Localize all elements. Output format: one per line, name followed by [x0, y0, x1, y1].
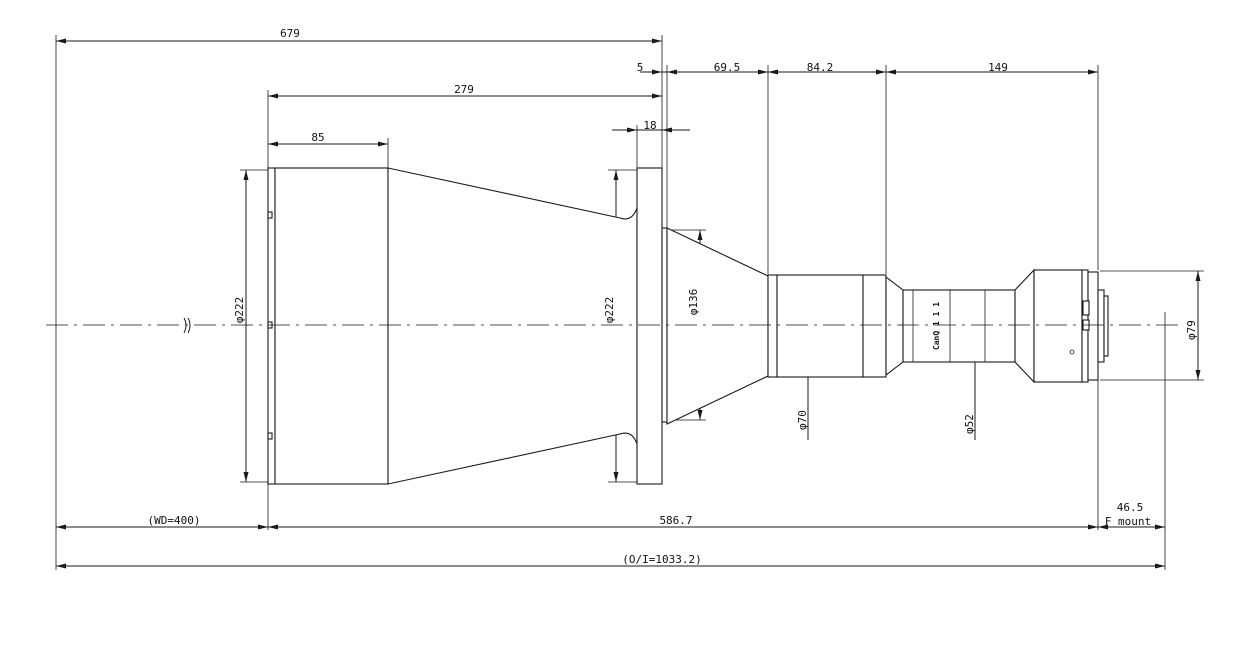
front-barrel [274, 167, 389, 485]
diam-79: φ79 [1185, 320, 1198, 340]
diameter-labels: φ222 φ222 φ136 φ70 φ52 φ79 [233, 289, 1198, 434]
diam-136: φ136 [687, 289, 700, 316]
mount-body [1033, 269, 1083, 383]
dimension-labels: 679 5 69.5 84.2 149 279 85 18 (WD=400) 5… [148, 27, 1152, 566]
flange [636, 167, 663, 485]
dim-18: 18 [643, 119, 656, 132]
rear-cone [666, 227, 769, 425]
dim-85: 85 [311, 131, 324, 144]
diam-70: φ70 [796, 410, 809, 430]
tube-main [776, 274, 864, 378]
dim-149: 149 [988, 61, 1008, 74]
break-symbol [183, 317, 191, 334]
lens-marking: CanQ 1 1 1 [932, 302, 941, 350]
dim-46-5: 46.5 [1117, 501, 1144, 514]
dim-679: 679 [280, 27, 300, 40]
lens-body [267, 167, 1109, 485]
focus-ring [862, 274, 887, 378]
dim-84-2: 84.2 [807, 61, 834, 74]
diam-222-front: φ222 [233, 297, 246, 324]
dimension-lines [56, 38, 1165, 569]
dim-586-7: 586.7 [659, 514, 692, 527]
dim-wd: (WD=400) [148, 514, 201, 527]
mount-label: F mount [1105, 515, 1151, 528]
taper-cone [387, 167, 638, 485]
dim-279: 279 [454, 83, 474, 96]
diam-222-flange: φ222 [603, 297, 616, 324]
dim-oi: (O/I=1033.2) [622, 553, 701, 566]
tube-front [767, 274, 778, 378]
diam-52: φ52 [963, 414, 976, 434]
dim-5: 5 [637, 61, 644, 74]
dim-69-5: 69.5 [714, 61, 741, 74]
tube-rear [902, 289, 1016, 363]
